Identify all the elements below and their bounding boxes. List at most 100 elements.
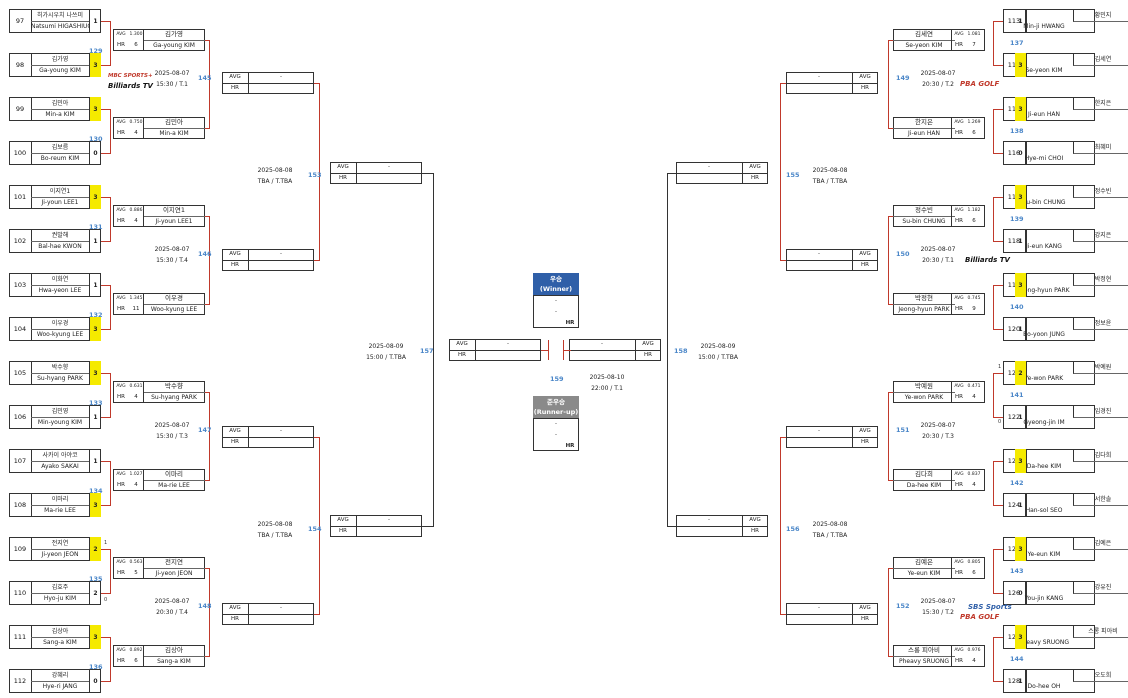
stat-divider bbox=[951, 469, 952, 491]
connector-line bbox=[888, 304, 893, 305]
connector-line bbox=[101, 505, 111, 506]
player-name-english: Jeong-hyun PARK bbox=[1018, 287, 1070, 294]
connector-line bbox=[888, 568, 893, 569]
hr-value: 4 bbox=[972, 394, 976, 400]
connector-line bbox=[667, 173, 668, 527]
row-divider bbox=[786, 614, 878, 615]
stat-divider bbox=[742, 162, 743, 184]
player-placeholder: - bbox=[601, 341, 603, 347]
hr-value: 4 bbox=[972, 482, 976, 488]
avg-label: AVG bbox=[337, 517, 349, 523]
match-number: 140 bbox=[1010, 303, 1024, 311]
player-name-english: Ma-rie LEE bbox=[44, 507, 76, 514]
player-score: 1 bbox=[1015, 229, 1027, 253]
hr-label: HR bbox=[231, 85, 239, 91]
connector-line bbox=[101, 109, 111, 110]
hr-label: HR bbox=[117, 42, 125, 48]
player-name-korean: 김민영 bbox=[31, 406, 89, 418]
tiebreak-digit: 1 bbox=[998, 364, 1002, 370]
trophy-subtitle: (Winner) bbox=[539, 285, 573, 293]
avg-value: 1.027 bbox=[129, 472, 143, 477]
player-name-english: Ji-yeon JEON bbox=[41, 551, 79, 558]
player-name-english: Su-bin CHUNG bbox=[902, 218, 946, 225]
match-date: 2025-08-07 bbox=[920, 70, 956, 77]
connector-line bbox=[205, 304, 210, 305]
avg-value: 0.563 bbox=[129, 560, 143, 565]
player-name-english: Ji-eun KANG bbox=[1026, 243, 1062, 250]
connector-line bbox=[209, 216, 210, 305]
avg-label: AVG bbox=[954, 296, 964, 301]
connector-line bbox=[993, 373, 994, 418]
row-divider bbox=[222, 83, 314, 84]
hr-label: HR bbox=[117, 306, 125, 312]
stat-divider bbox=[475, 339, 476, 361]
seed-number: 97 bbox=[9, 9, 32, 33]
player-name-korean: 이우경 bbox=[31, 318, 89, 330]
match-number: 154 bbox=[308, 524, 322, 533]
avg-label: AVG bbox=[859, 605, 871, 611]
hr-value: 7 bbox=[972, 42, 976, 48]
row-divider bbox=[222, 260, 314, 261]
player-name-english: Se-yeon KIM bbox=[905, 42, 943, 49]
player-name-korean: 오도희 bbox=[1073, 670, 1128, 682]
result-placeholder: - bbox=[555, 309, 557, 315]
seed-number: 109 bbox=[9, 537, 32, 561]
player-name-korean: 이마리 bbox=[143, 469, 205, 481]
player-name-korean: 스롱 피아비 bbox=[1073, 626, 1128, 638]
player-score: 3 bbox=[89, 53, 101, 77]
match-time: TBA / T.TBA bbox=[257, 531, 293, 539]
match-number: 158 bbox=[674, 347, 688, 355]
match-time: 20:30 / T.4 bbox=[156, 609, 188, 616]
connector-line bbox=[101, 549, 111, 550]
match-date: 2025-08-07 bbox=[154, 422, 190, 429]
player-score: 3 bbox=[1015, 185, 1027, 209]
connector-line bbox=[205, 480, 210, 481]
connector-line bbox=[888, 40, 893, 41]
stat-divider bbox=[742, 515, 743, 537]
connector-line bbox=[780, 260, 786, 261]
connector-line bbox=[993, 461, 994, 506]
seed-number: 108 bbox=[9, 493, 32, 517]
player-name-korean: 김효주 bbox=[31, 582, 89, 594]
player-name-korean: 히가시우치 나쓰미 bbox=[31, 10, 89, 22]
row-divider bbox=[786, 260, 878, 261]
avg-value: 1.182 bbox=[967, 208, 981, 213]
hr-label: HR bbox=[955, 42, 963, 48]
player-placeholder: - bbox=[818, 251, 820, 257]
hr-label: HR bbox=[955, 306, 963, 312]
match-number: 145 bbox=[198, 74, 212, 82]
player-placeholder: - bbox=[280, 74, 282, 80]
match-number: 148 bbox=[198, 602, 212, 610]
player-name-korean: 강혜리 bbox=[31, 670, 89, 682]
hr-label: HR bbox=[751, 175, 759, 181]
stat-divider bbox=[143, 293, 144, 315]
connector-line bbox=[209, 568, 210, 657]
seed-number: 128 bbox=[1003, 669, 1026, 693]
match-number: 155 bbox=[786, 170, 800, 179]
connector-line bbox=[780, 83, 781, 261]
player-name-english: Bal-hae KWON bbox=[38, 243, 82, 250]
avg-label: AVG bbox=[642, 341, 654, 347]
avg-value: 1.300 bbox=[129, 32, 143, 37]
hr-value: 6 bbox=[134, 658, 138, 664]
player-score: 3 bbox=[89, 361, 101, 385]
connector-line bbox=[101, 285, 111, 286]
match-date: 2025-08-08 bbox=[257, 166, 293, 174]
connector-line bbox=[433, 173, 434, 527]
connector-line bbox=[205, 216, 210, 217]
hr-label: HR bbox=[955, 394, 963, 400]
player-name-english: Ga-young KIM bbox=[153, 42, 195, 49]
stat-divider bbox=[143, 117, 144, 139]
row-divider bbox=[222, 437, 314, 438]
connector-line bbox=[209, 40, 210, 129]
player-name-english: Ye-won PARK bbox=[1024, 375, 1064, 382]
player-placeholder: - bbox=[388, 517, 390, 523]
match-time: 20:30 / T.2 bbox=[922, 81, 954, 88]
connector-line bbox=[110, 285, 111, 330]
player-name-korean: 김예은 bbox=[893, 557, 955, 569]
player-name-korean: 박예원 bbox=[893, 381, 955, 393]
result-placeholder: - bbox=[555, 421, 557, 427]
player-placeholder: - bbox=[708, 517, 710, 523]
connector-line bbox=[780, 614, 786, 615]
